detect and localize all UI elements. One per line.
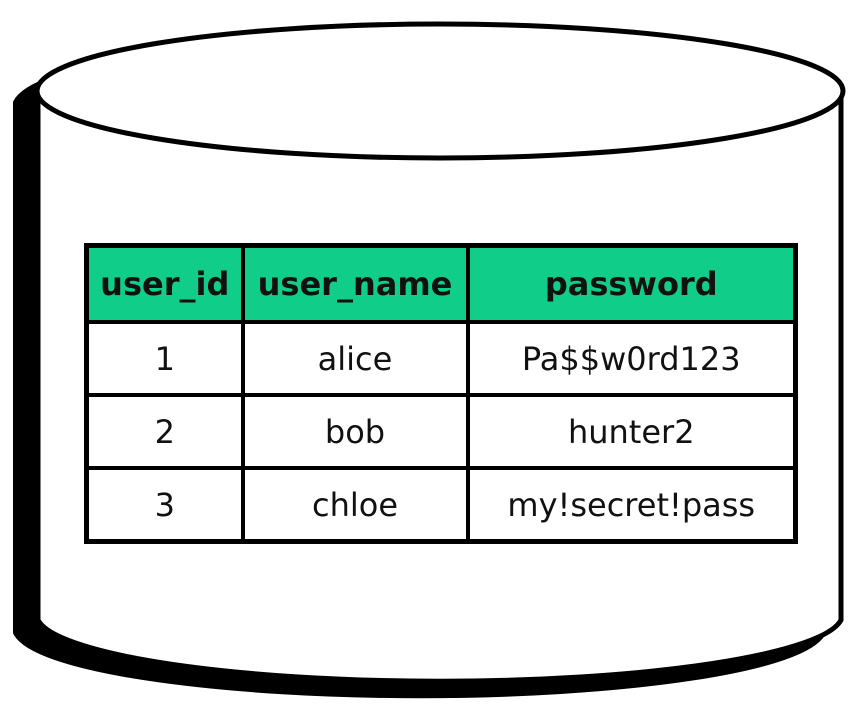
cell-password: Pa$$w0rd123: [465, 320, 798, 397]
cell-user-id: 2: [84, 393, 245, 470]
column-header-user-name: user_name: [240, 243, 470, 324]
cell-user-id: 3: [84, 466, 245, 544]
table-row: 1 alice Pa$$w0rd123: [84, 320, 798, 397]
cell-user-id: 1: [84, 320, 245, 397]
users-table: user_id user_name password 1 alice Pa$$w…: [84, 243, 798, 544]
cell-password: hunter2: [465, 393, 798, 470]
cylinder-top-ellipse: [34, 21, 846, 161]
cell-password: my!secret!pass: [465, 466, 798, 544]
cell-user-name: alice: [240, 320, 470, 397]
cell-user-name: chloe: [240, 466, 470, 544]
table-header-row: user_id user_name password: [84, 243, 798, 324]
cell-user-name: bob: [240, 393, 470, 470]
column-header-password: password: [465, 243, 798, 324]
table-row: 3 chloe my!secret!pass: [84, 466, 798, 544]
column-header-user-id: user_id: [84, 243, 245, 324]
table-row: 2 bob hunter2: [84, 393, 798, 470]
